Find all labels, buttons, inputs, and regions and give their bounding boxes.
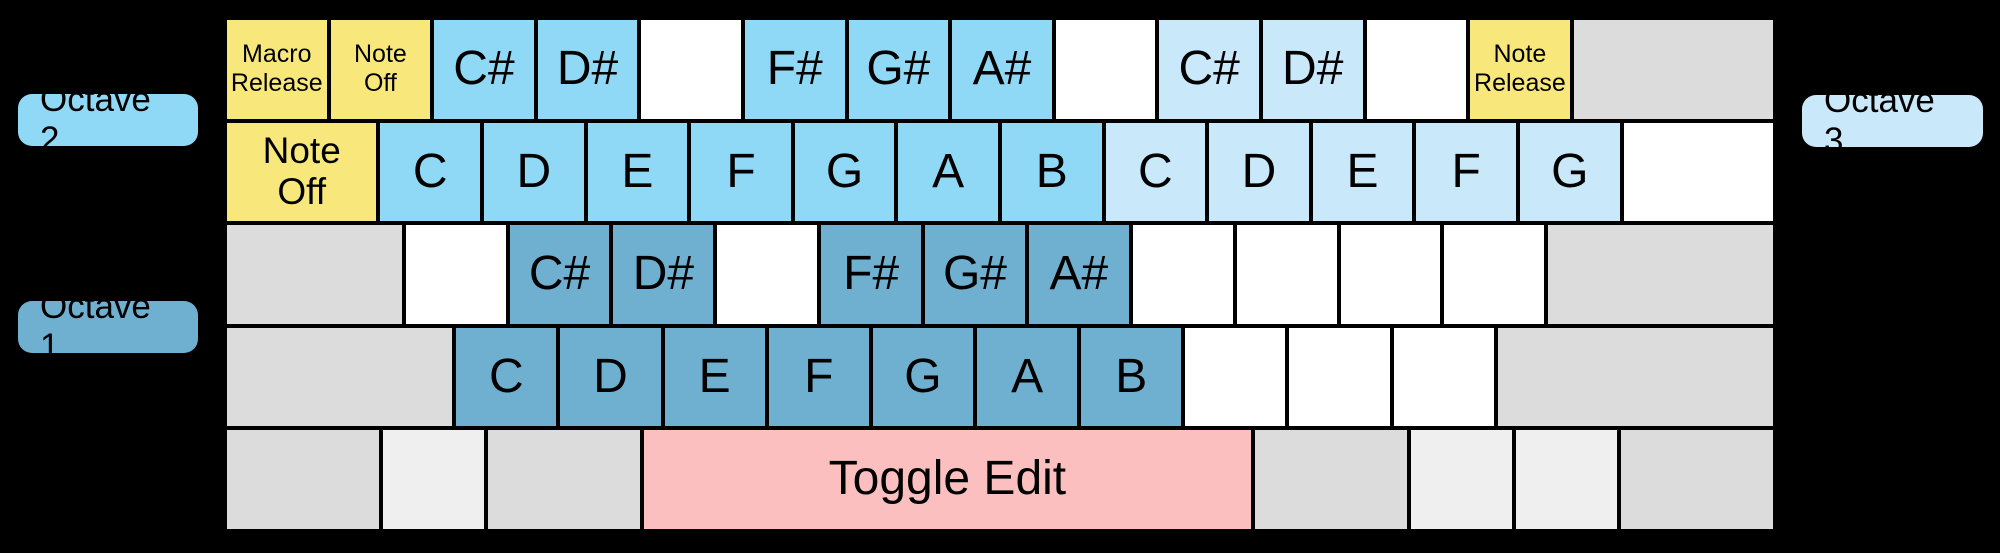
key-unmapped [715, 223, 820, 326]
key-note-dsharp-oct3[interactable]: D# [1260, 18, 1365, 121]
key-unmapped [1391, 325, 1496, 429]
octave-3-label: Octave 3 [1802, 81, 1983, 160]
key-note-a-oct2[interactable]: A [896, 120, 1000, 224]
key-note-d-oct2[interactable]: D [482, 120, 586, 224]
key-note-fsharp-oct2[interactable]: F# [742, 18, 847, 121]
key-note-csharp-oct3[interactable]: C# [1157, 18, 1261, 121]
key-unmapped [1442, 223, 1547, 326]
key-unmapped [1364, 18, 1469, 121]
key-unmapped [403, 223, 508, 326]
key-unmapped [1234, 223, 1339, 326]
key-note-e-oct2[interactable]: E [585, 120, 690, 224]
key-win-right [1408, 428, 1514, 531]
key-capslock [225, 223, 404, 326]
key-note-fsharp-oct1[interactable]: F# [819, 223, 924, 326]
key-note-asharp-oct2[interactable]: A# [950, 18, 1054, 121]
key-ctrl-left [225, 428, 381, 531]
key-unmapped [1621, 120, 1775, 224]
key-note-d-oct3[interactable]: D [1207, 120, 1311, 224]
key-unmapped [1287, 325, 1392, 429]
key-note-c-oct3[interactable]: C [1103, 120, 1208, 224]
key-unmapped [1130, 223, 1235, 326]
keyboard-row-3: C#D# F#G#A# [225, 223, 1775, 326]
key-note-f-oct2[interactable]: F [689, 120, 793, 224]
key-note-off-row1[interactable]: Note Off [328, 18, 433, 121]
key-note-d-oct1[interactable]: D [558, 325, 663, 429]
key-backspace [1571, 18, 1775, 121]
key-win-left [380, 428, 486, 531]
key-note-e-oct3[interactable]: E [1310, 120, 1415, 224]
keyboard-row-5: Toggle Edit [225, 428, 1775, 531]
key-ctrl-right [1619, 428, 1775, 531]
key-note-c-oct1[interactable]: C [454, 325, 559, 429]
key-note-csharp-oct2[interactable]: C# [432, 18, 536, 121]
key-unmapped [1338, 223, 1443, 326]
key-note-c-oct2[interactable]: C [378, 120, 482, 224]
key-note-g-oct1[interactable]: G [870, 325, 975, 429]
key-unmapped [1183, 325, 1288, 429]
key-shift-left [225, 325, 455, 429]
key-menu [1514, 428, 1620, 531]
key-alt-left [486, 428, 642, 531]
key-shift-right [1495, 325, 1776, 429]
key-note-f-oct1[interactable]: F [766, 325, 871, 429]
octave-2-label: Octave 2 [18, 80, 198, 159]
key-unmapped [1053, 18, 1158, 121]
key-note-a-oct1[interactable]: A [975, 325, 1080, 429]
key-note-g-oct3[interactable]: G [1517, 120, 1622, 224]
key-note-csharp-oct1[interactable]: C# [507, 223, 612, 326]
key-note-b-oct2[interactable]: B [999, 120, 1104, 224]
key-note-gsharp-oct2[interactable]: G# [846, 18, 951, 121]
key-note-dsharp-oct2[interactable]: D# [535, 18, 640, 121]
key-note-e-oct1[interactable]: E [662, 325, 767, 429]
key-note-b-oct1[interactable]: B [1079, 325, 1184, 429]
key-macro-release[interactable]: Macro Release [225, 18, 329, 121]
key-note-gsharp-oct1[interactable]: G# [923, 223, 1027, 326]
key-note-asharp-oct1[interactable]: A# [1026, 223, 1131, 326]
key-space-toggle-edit[interactable]: Toggle Edit [641, 428, 1253, 531]
key-alt-right [1253, 428, 1409, 531]
key-note-g-oct2[interactable]: G [792, 120, 897, 224]
key-note-f-oct3[interactable]: F [1414, 120, 1518, 224]
octave-1-label: Octave 1 [18, 287, 198, 366]
key-note-off[interactable]: Note Off [225, 120, 379, 224]
key-enter [1546, 223, 1775, 326]
key-note-release[interactable]: Note Release [1468, 18, 1572, 121]
key-note-dsharp-oct1[interactable]: D# [611, 223, 716, 326]
key-unmapped [639, 18, 743, 121]
